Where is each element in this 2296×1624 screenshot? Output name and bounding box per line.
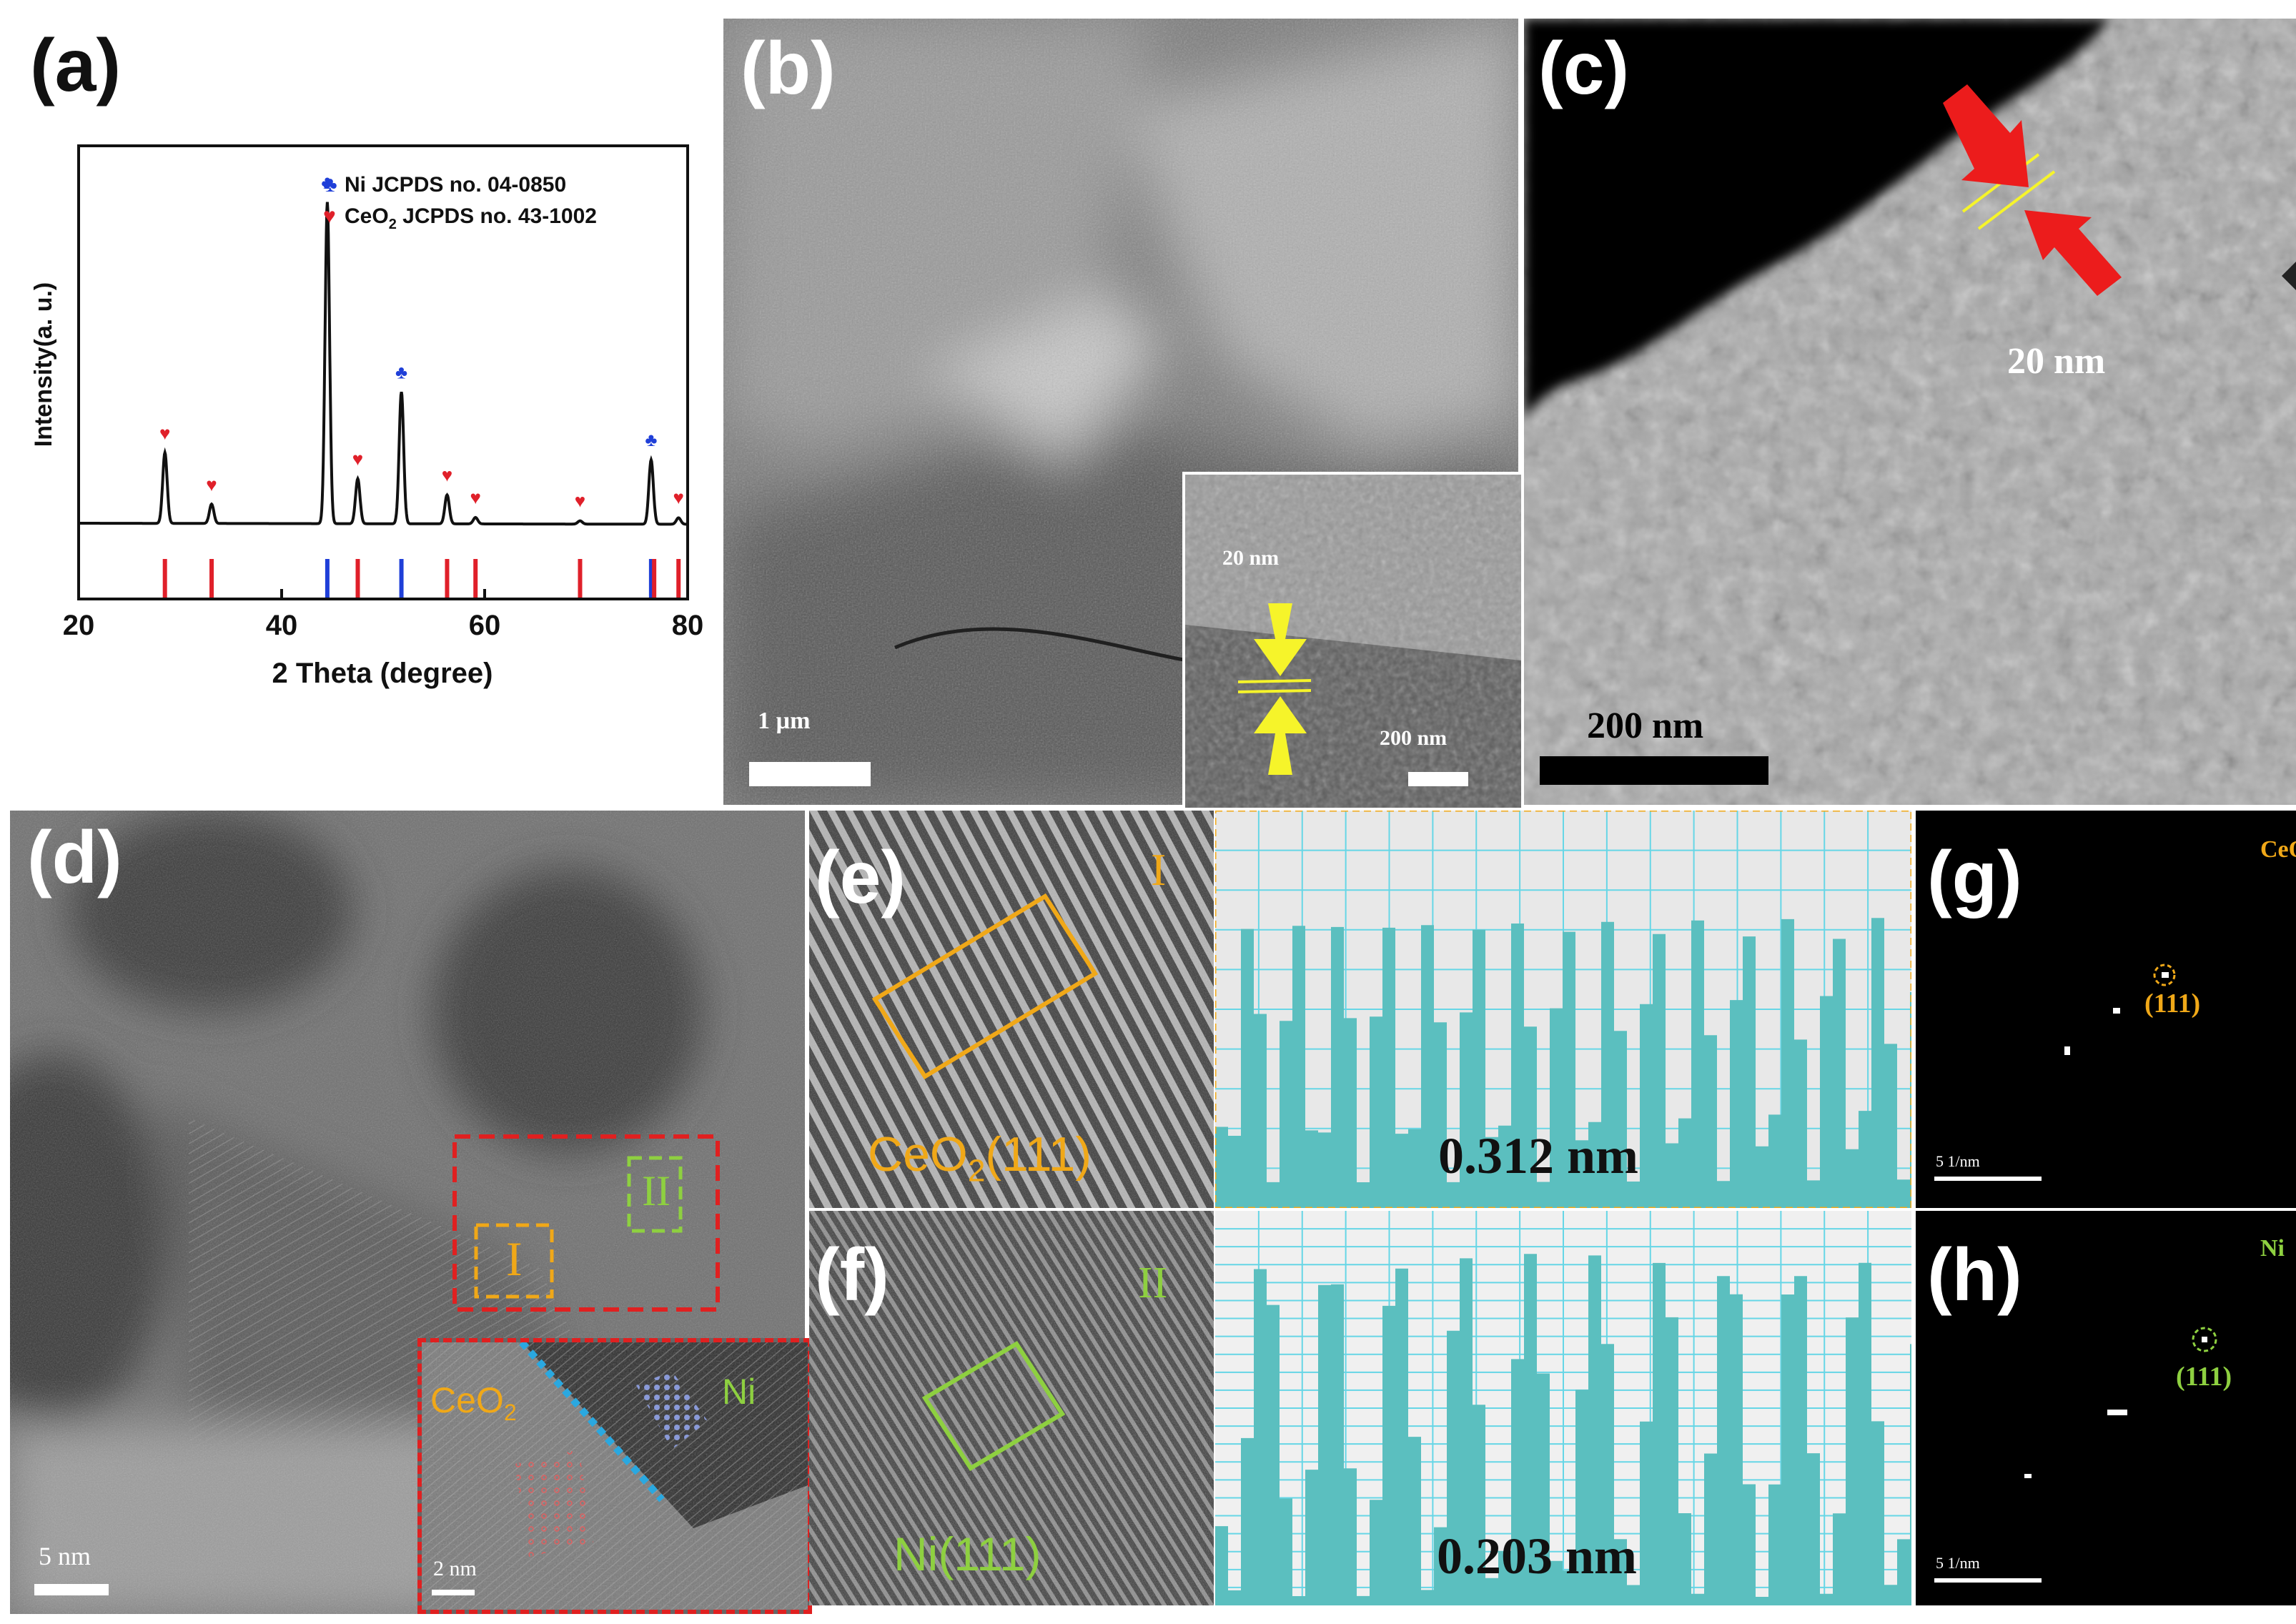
region-e-rect (871, 893, 1099, 1080)
panel-f-phase: Ni(111) (894, 1528, 1041, 1580)
legend-ceo2-marker: ♥ (323, 204, 336, 228)
sem-c-texture (1524, 19, 2296, 805)
legend-ni-marker: ♣ (323, 173, 337, 197)
profile-e-area (1215, 918, 1911, 1208)
panel-e-region: I (1151, 844, 1167, 895)
chart-ylabel: Intensity(a. u.) (30, 282, 57, 447)
peak-marker-4: ♣ (395, 362, 407, 383)
panel-a-label: (a) (30, 24, 122, 107)
hrtem-e (809, 811, 1214, 1208)
plot-frame (77, 144, 689, 600)
panel-f-label: (f) (815, 1234, 889, 1317)
region-box-red (452, 1134, 720, 1312)
peak-marker-1: ♥ (206, 474, 217, 495)
fft-g-spots (1934, 964, 2176, 1181)
sem-b-inset-texture (1185, 475, 1521, 808)
hrtem-f-texture (809, 1211, 1214, 1605)
inset-scale-text: 2 nm (433, 1557, 477, 1580)
peak-marker-7: ♥ (575, 490, 585, 512)
panel-h-label: (h) (1927, 1234, 2022, 1317)
peak-marker-9: ♥ (673, 487, 684, 508)
panel-g-label: (g) (1927, 836, 2022, 919)
panel-e-phase: CeO2(111) (868, 1127, 1092, 1189)
peak-marker-3: ♥ (352, 448, 363, 470)
panel-f-region: II (1138, 1259, 1168, 1307)
fft-g: CeO2 (111) 5 1/nm (1916, 811, 2296, 1208)
fft-h-spots (1934, 1327, 2217, 1583)
d-spacing-e: 0.312 nm (1438, 1127, 1639, 1184)
scale-bar-d (34, 1584, 109, 1595)
fft-h-scale-text: 5 1/nm (1936, 1554, 1980, 1572)
tem-d-inset: CeO2 Ni 2 nm (417, 1338, 812, 1614)
fft-g-index: (111) (2144, 989, 2201, 1019)
legend-ni-text: Ni JCPDS no. 04-0850 (345, 173, 566, 197)
scale-bar-c-text: 200 nm (1587, 705, 1704, 746)
region-ii-label: II (642, 1167, 671, 1214)
scale-bar-b-text: 1 µm (758, 708, 811, 734)
scale-bar-d-text: 5 nm (39, 1542, 91, 1570)
sem-b-inset-scale-text: 200 nm (1380, 726, 1448, 750)
xrd-chart: ♥ ♥ ♣ ♥ ♣ ♥ ♥ ♥ ♣ ♥ 20 40 60 80 Intensity(a. u.) 2 Th… (30, 144, 704, 689)
legend-ceo2-text: CeO2 JCPDS no. 43-1002 (345, 204, 597, 232)
fft-h-index: (111) (2176, 1362, 2232, 1392)
peak-marker-8: ♣ (645, 429, 657, 450)
panel-b-label: (b) (741, 27, 836, 110)
scale-bar-b (749, 762, 871, 786)
tem-d-inset-texture (422, 1342, 808, 1610)
peak-marker-6: ♥ (470, 487, 481, 508)
peak-marker-0: ♥ (159, 422, 170, 444)
x-tick-label-2: 60 (469, 610, 501, 641)
region-i-label: I (506, 1232, 523, 1286)
fft-h-corner: Ni (2260, 1235, 2285, 1262)
hrtem-e-texture (809, 811, 1214, 1208)
profile-f (1215, 1211, 1911, 1605)
d-spacing-f: 0.203 nm (1437, 1528, 1638, 1585)
fft-g-corner: CeO2 (2260, 836, 2296, 863)
sem-b-inset: 20 nm 200 nm (1182, 472, 1524, 811)
panel-d-label: (d) (27, 816, 122, 899)
chart-xlabel: 2 Theta (degree) (272, 658, 493, 689)
region-i-box (474, 1223, 554, 1299)
fft-h: Ni (111) 5 1/nm (1916, 1211, 2296, 1605)
peak-marker-5: ♥ (442, 465, 452, 486)
profile-e (1215, 811, 1911, 1208)
sem-b-inset-thickness: 20 nm (1222, 546, 1280, 570)
xrd-pattern-line (79, 202, 688, 526)
panel-e-label: (e) (815, 836, 906, 919)
region-ii-box (627, 1156, 683, 1233)
panel-c-label: (c) (1538, 27, 1630, 110)
peak-marker-2: ♣ (321, 172, 333, 193)
inset-ni-label: Ni (722, 1372, 756, 1412)
x-tick-label-3: 80 (672, 610, 704, 641)
chart-legend: ♣ Ni JCPDS no. 04-0850 ♥ CeO2 JCPDS no. … (323, 173, 597, 232)
hrtem-f (809, 1211, 1214, 1605)
x-tick-label-0: 20 (63, 610, 95, 641)
sem-image-c (1524, 19, 2296, 805)
region-f-rect (921, 1340, 1066, 1472)
sem-c-thickness: 20 nm (2007, 341, 2106, 382)
fft-g-scale-text: 5 1/nm (1936, 1152, 1980, 1170)
x-tick-label-1: 40 (266, 610, 298, 641)
profile-f-area (1215, 1254, 1911, 1605)
tem-d-overlays (34, 1134, 720, 1595)
inset-ceo2-label: CeO2 (430, 1380, 517, 1425)
